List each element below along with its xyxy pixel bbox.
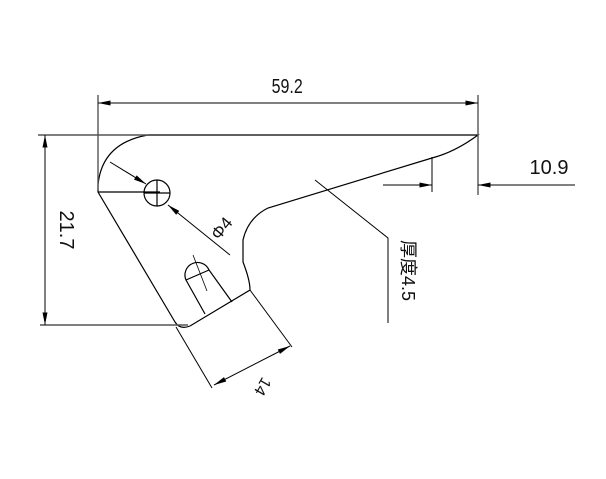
thickness-note: 厚度4.5	[398, 240, 418, 301]
dim-tip-label: 10.9	[530, 157, 569, 179]
dim-height-label: 21.7	[55, 211, 77, 250]
thickness-leader	[314, 179, 389, 323]
dim-line-hole	[167, 204, 231, 256]
dim-arm-label: 14	[250, 374, 274, 398]
part-outline	[97, 134, 480, 328]
extension-lines	[38, 95, 479, 326]
dim-line-arm	[213, 345, 291, 386]
slot	[184, 261, 233, 315]
dim-width-label: 59.2	[272, 75, 303, 97]
dim-hole-label: Φ4	[207, 214, 236, 244]
